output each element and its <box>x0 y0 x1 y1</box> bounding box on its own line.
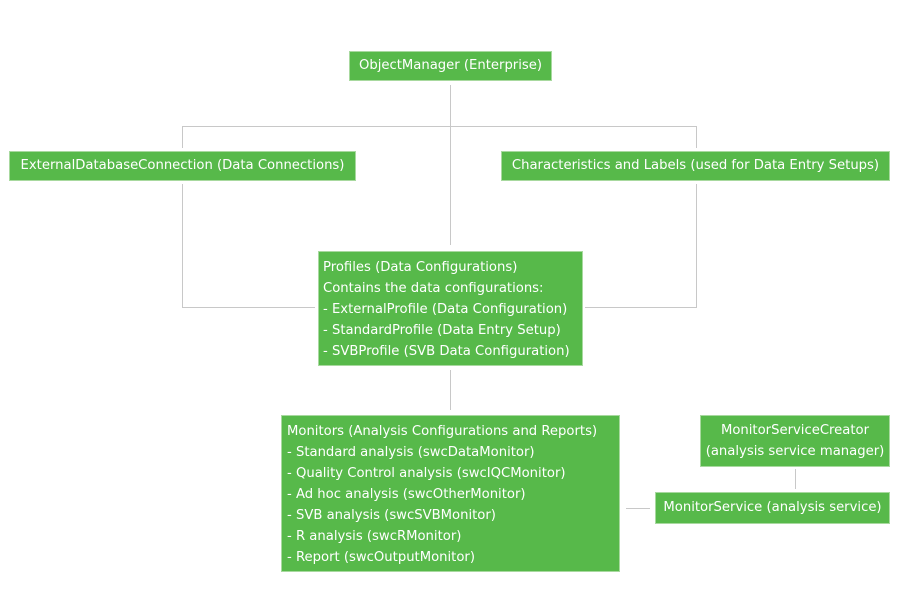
monitor-service-node[interactable]: MonitorService (analysis service) <box>655 492 890 524</box>
monitors-item-report: - Report (swcOutputMonitor) <box>287 550 475 565</box>
external-database-connection-node[interactable]: ExternalDatabaseConnection (Data Connect… <box>9 151 356 181</box>
monitors-item-ad-hoc: - Ad hoc analysis (swcOtherMonitor) <box>287 487 526 502</box>
monitors-item-standard: - Standard analysis (swcDataMonitor) <box>287 445 535 460</box>
monitors-node[interactable]: Monitors (Analysis Configurations and Re… <box>281 415 620 572</box>
monitor-service-creator-title: MonitorServiceCreator <box>720 423 870 438</box>
profiles-item-external: - ExternalProfile (Data Configuration) <box>323 302 568 317</box>
profiles-node[interactable]: Profiles (Data Configurations) Contains … <box>318 251 583 366</box>
object-manager-label: ObjectManager (Enterprise) <box>358 58 543 73</box>
object-manager-node[interactable]: ObjectManager (Enterprise) <box>349 51 552 81</box>
monitors-item-svb: - SVB analysis (swcSVBMonitor) <box>287 508 496 523</box>
characteristics-labels-label: Characteristics and Labels (used for Dat… <box>511 158 880 173</box>
characteristics-labels-node[interactable]: Characteristics and Labels (used for Dat… <box>501 151 890 181</box>
profiles-description: Contains the data configurations: <box>323 281 544 296</box>
monitors-title: Monitors (Analysis Configurations and Re… <box>287 424 598 439</box>
monitor-service-creator-subtitle: (analysis service manager) <box>705 444 885 459</box>
external-database-connection-label: ExternalDatabaseConnection (Data Connect… <box>20 158 345 173</box>
profiles-item-svb: - SVBProfile (SVB Data Configuration) <box>323 344 570 359</box>
monitors-item-r: - R analysis (swcRMonitor) <box>287 529 462 544</box>
monitor-service-label: MonitorService (analysis service) <box>663 500 882 515</box>
profiles-title: Profiles (Data Configurations) <box>323 260 518 275</box>
monitors-item-quality-control: - Quality Control analysis (swcIQCMonito… <box>287 466 566 481</box>
profiles-item-standard: - StandardProfile (Data Entry Setup) <box>323 323 561 338</box>
monitor-service-creator-node[interactable]: MonitorServiceCreator (analysis service … <box>700 415 890 467</box>
